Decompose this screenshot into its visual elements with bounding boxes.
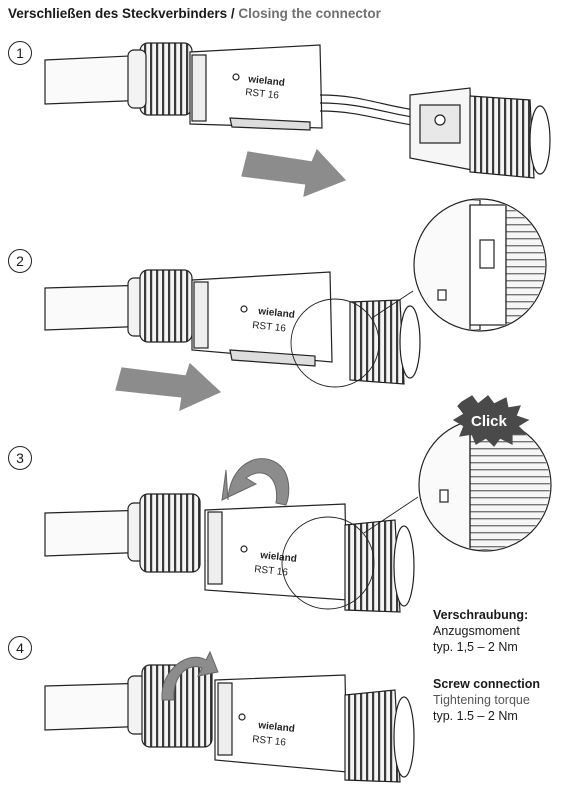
step-1-drawing: wieland RST 16 <box>44 42 551 197</box>
front-coupling-nut <box>469 95 535 179</box>
svg-text:wieland: wieland <box>257 306 296 321</box>
screw-info-german: Verschraubung: Anzugsmoment typ. 1,5 – 2… <box>433 607 528 655</box>
svg-text:RST 16: RST 16 <box>252 734 287 749</box>
push-arrow-1 <box>241 148 347 197</box>
page-title: Verschließen des Steckverbinders / Closi… <box>8 6 381 21</box>
cable-gland-nut <box>139 493 201 573</box>
step-3-drawing: wieland RST 16 Click <box>44 395 552 613</box>
svg-text:wieland: wieland <box>257 720 296 735</box>
svg-text:RST 16: RST 16 <box>252 320 287 335</box>
screw-heading-de: Verschraubung: <box>433 608 529 622</box>
torque-value-en: typ. 1.5 – 2 Nm <box>433 709 518 723</box>
front-coupling-nut <box>349 299 405 385</box>
cable-gland-nut <box>139 269 193 343</box>
step-2-badge: 2 <box>8 249 32 273</box>
connector-body <box>191 271 333 363</box>
svg-text:RST 16: RST 16 <box>254 564 289 579</box>
tighten-arrow <box>161 650 219 701</box>
title-german: Verschließen des Steckverbinders <box>8 6 228 21</box>
front-coupling-nut <box>344 689 401 783</box>
detail-zoom-circle <box>281 516 375 610</box>
detail-zoom-circle <box>290 298 380 388</box>
click-burst <box>452 395 530 447</box>
brand-label: wieland <box>247 74 286 89</box>
svg-text:wieland: wieland <box>259 550 298 565</box>
step-2-drawing: wieland RST 16 <box>44 198 547 412</box>
rotate-arrow <box>221 458 290 506</box>
torque-label-de: Anzugsmoment <box>433 624 520 638</box>
torque-value-de: typ. 1,5 – 2 Nm <box>433 640 518 654</box>
step-4-drawing: wieland RST 16 <box>44 650 415 783</box>
front-coupling-nut <box>344 519 401 613</box>
cable-gland-nut <box>139 42 193 116</box>
title-separator: / <box>230 6 235 21</box>
step-3-badge: 3 <box>8 446 32 470</box>
title-english: Closing the connector <box>238 6 381 21</box>
push-arrow-2 <box>115 362 222 412</box>
screw-info-english: Screw connection Tightening torque typ. … <box>433 676 540 724</box>
screw-heading-en: Screw connection <box>433 677 540 691</box>
click-label: Click <box>471 413 508 430</box>
step-1-badge: 1 <box>8 41 32 65</box>
torque-label-en: Tightening torque <box>433 693 530 707</box>
step-4-badge: 4 <box>8 636 32 660</box>
model-label: RST 16 <box>245 87 280 102</box>
connector-body <box>189 44 323 129</box>
